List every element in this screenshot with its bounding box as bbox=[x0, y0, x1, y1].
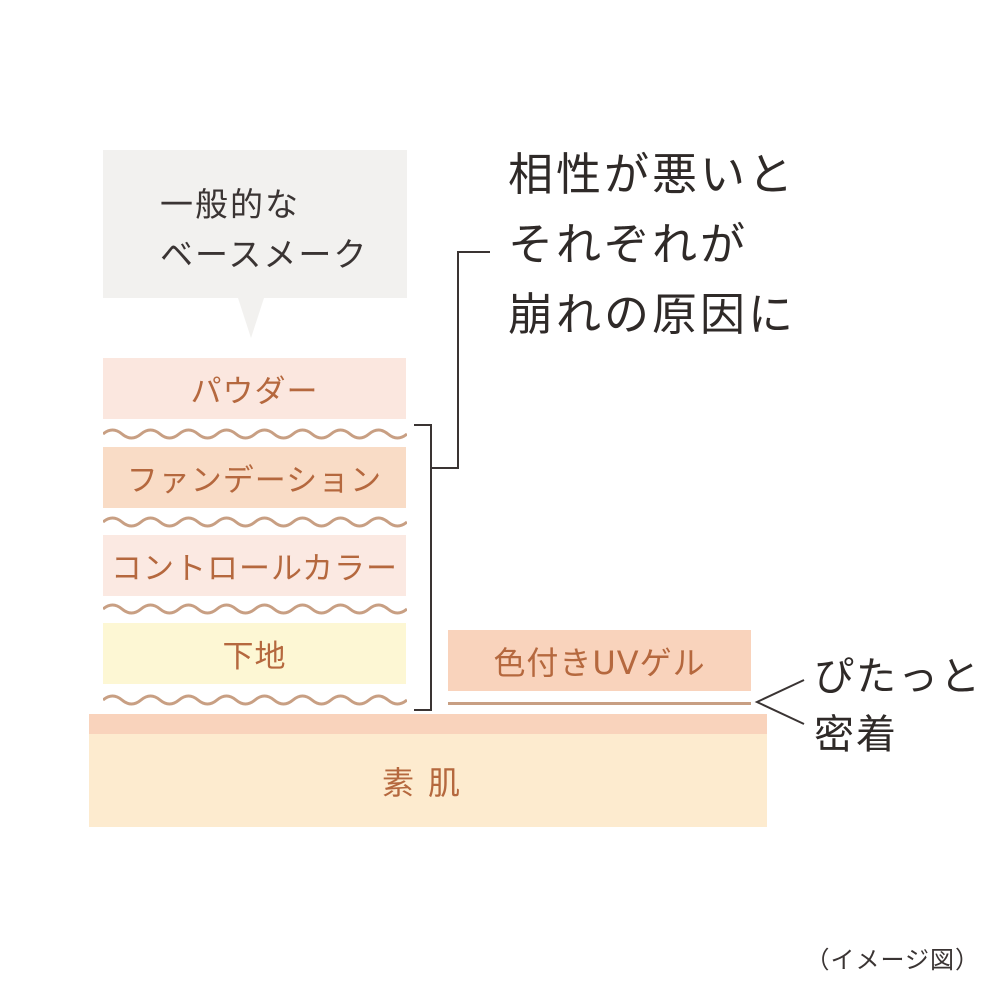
fit-pointer bbox=[754, 679, 805, 725]
bubble-line-2: ベースメーク bbox=[160, 235, 369, 274]
image-caption: （イメージ図） bbox=[805, 946, 980, 974]
skin-label: 素肌 bbox=[381, 763, 474, 802]
speech-bubble bbox=[103, 150, 407, 298]
skin-surface-band bbox=[89, 714, 767, 734]
fit-label: ぴたっと 密着 bbox=[814, 648, 994, 764]
wave-divider-1 bbox=[103, 428, 407, 440]
layer-bracket bbox=[414, 424, 432, 711]
headline-connector bbox=[431, 251, 490, 469]
layer-foundation: ファンデーション bbox=[103, 447, 406, 508]
speech-bubble-text: 一般的な ベースメーク bbox=[160, 180, 400, 280]
skin-layer: 素肌 bbox=[89, 734, 767, 827]
headline-line-2: それぞれが bbox=[508, 218, 749, 271]
layer-primer: 下地 bbox=[103, 623, 406, 684]
layer-powder: パウダー bbox=[103, 358, 406, 419]
wave-divider-3 bbox=[103, 603, 407, 615]
headline-line-3: 崩れの原因に bbox=[508, 288, 797, 341]
layer-control-color: コントロールカラー bbox=[103, 535, 406, 596]
uv-gel-layer: 色付きUVゲル bbox=[448, 630, 751, 691]
fit-line-1: ぴたっと bbox=[814, 654, 982, 700]
headline-line-1: 相性が悪いと bbox=[508, 148, 797, 201]
wave-divider-2 bbox=[103, 516, 407, 528]
bubble-line-1: 一般的な bbox=[160, 185, 300, 224]
uv-gel-label: 色付きUVゲル bbox=[493, 643, 706, 682]
uv-gel-film-line bbox=[448, 702, 751, 705]
layer-foundation-label: ファンデーション bbox=[126, 463, 383, 499]
layer-control-color-label: コントロールカラー bbox=[110, 551, 399, 587]
layer-primer-label: 下地 bbox=[222, 639, 287, 675]
wave-divider-4 bbox=[103, 694, 407, 706]
headline: 相性が悪いと それぞれが 崩れの原因に bbox=[508, 140, 928, 350]
layer-powder-label: パウダー bbox=[190, 374, 319, 410]
fit-line-2: 密着 bbox=[814, 712, 898, 758]
speech-bubble-tail bbox=[238, 298, 264, 338]
